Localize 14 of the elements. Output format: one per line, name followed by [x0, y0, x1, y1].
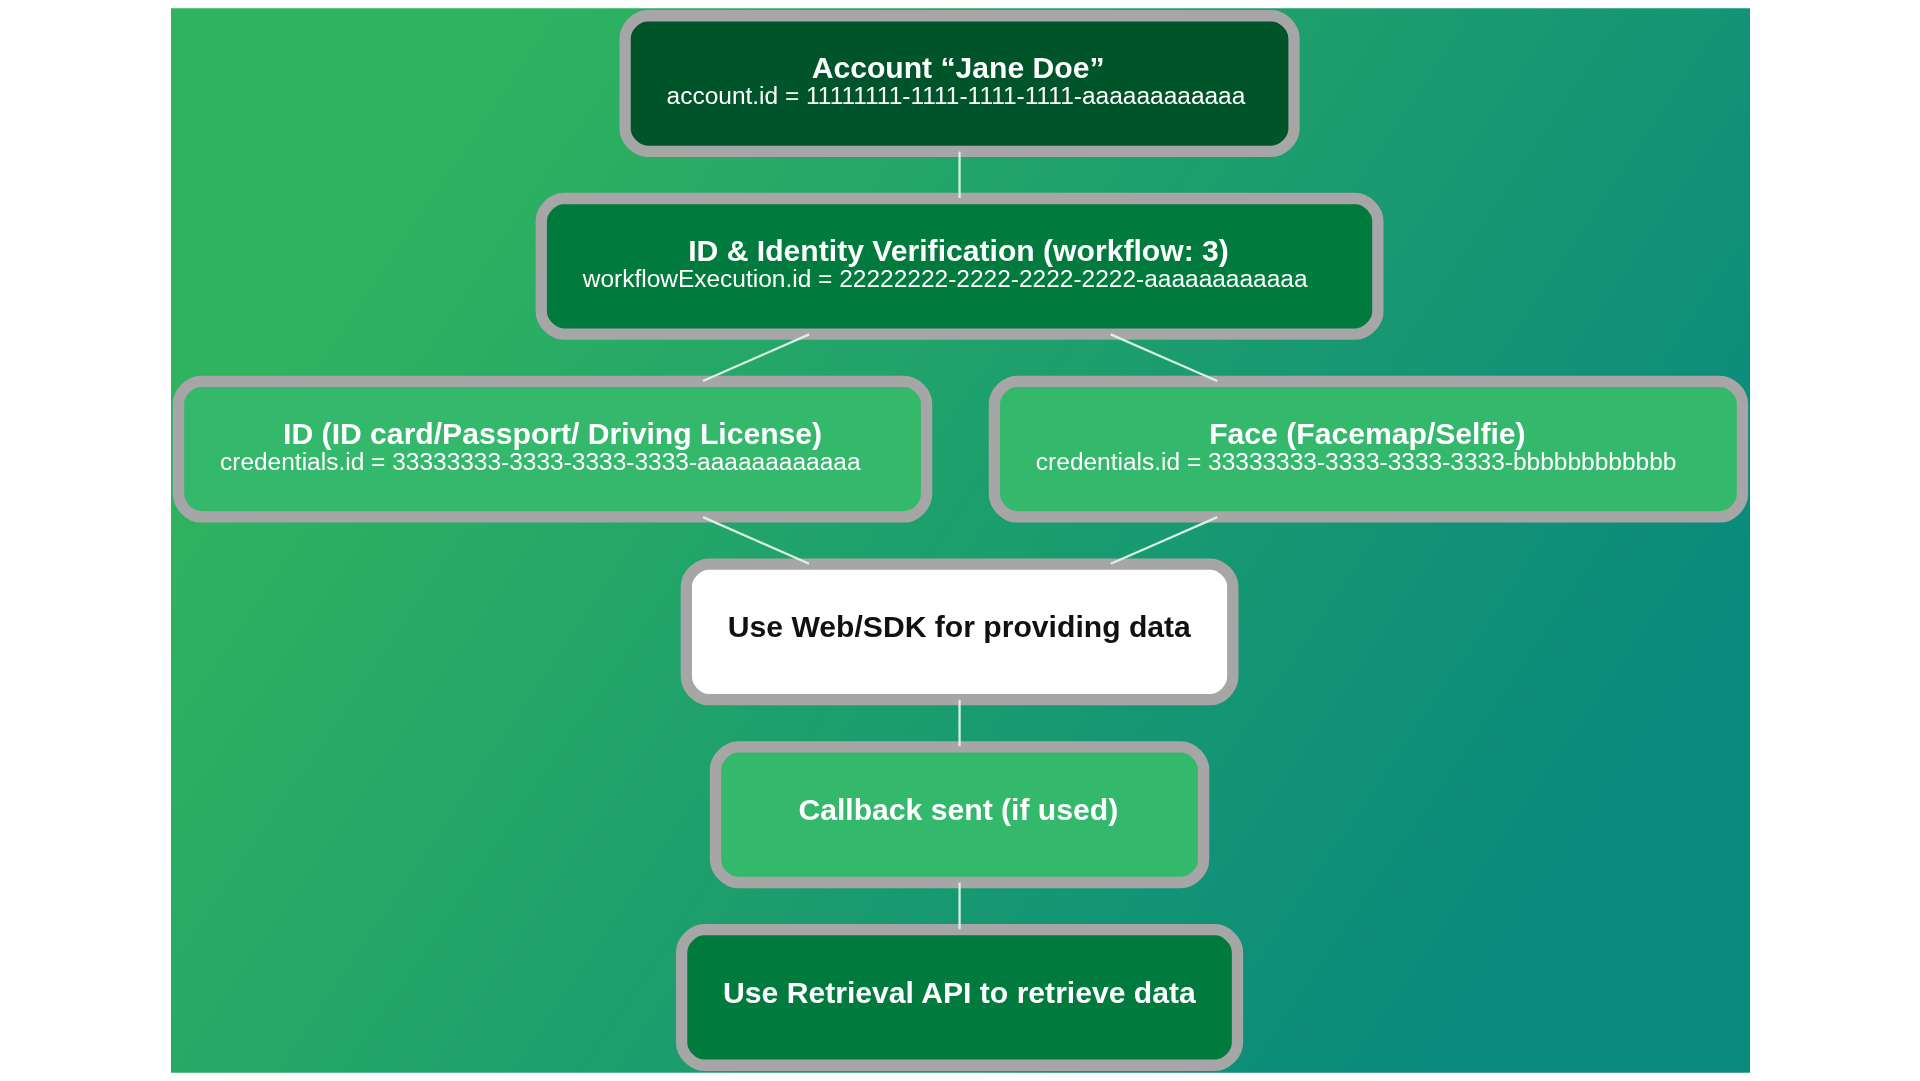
connector [702, 516, 810, 565]
node-box: ID (ID card/Passport/ Driving License) credentials.id = 33333333-3333-3333-3333-aaaaaaaaaaaa [172, 375, 932, 523]
connector [957, 882, 961, 930]
node-box: Use Web/SDK for providing data [680, 558, 1238, 706]
connector [1109, 333, 1218, 383]
node-box: Use Retrieval API to retrieve data [675, 923, 1243, 1071]
node-box: Face (Facemap/Selfie) credentials.id = 33333333-3333-3333-3333-bbbbbbbbbbbb [988, 375, 1748, 523]
node-box: ID & Identity Verification (workflow: 3) workflowExecution.id = 22222222-2222-2222-2222-aaaaaaaaaaaa [535, 192, 1383, 340]
connector [1109, 516, 1218, 565]
connector [702, 333, 810, 383]
node-box: Callback sent (if used) [709, 741, 1209, 889]
connector [957, 699, 961, 747]
node-box: Account “Jane Doe” account.id = 11111111-1111-1111-1111-aaaaaaaaaaaa [618, 10, 1300, 158]
connector [957, 151, 961, 198]
